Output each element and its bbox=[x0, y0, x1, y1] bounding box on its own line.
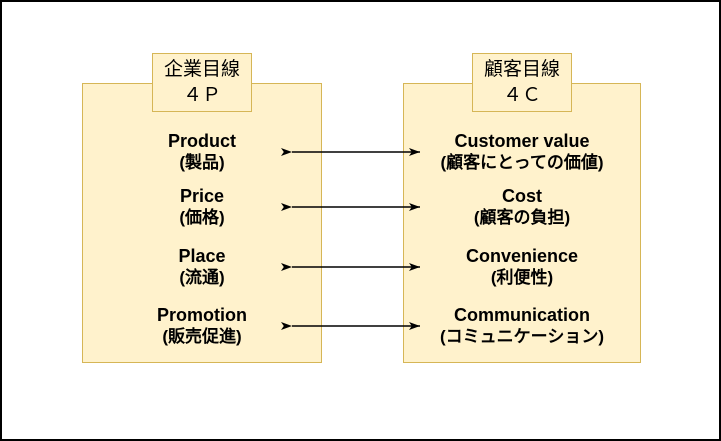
item-label-ja: (利便性) bbox=[490, 268, 554, 287]
header-line2: ４Ｃ bbox=[502, 84, 541, 106]
item-label-ja: (製品) bbox=[179, 153, 225, 172]
row-cost: Cost (顧客の負担) bbox=[403, 186, 641, 228]
header-line1: 企業目線 bbox=[163, 58, 240, 80]
item-label-ja: (価格) bbox=[179, 208, 225, 227]
header-line1: 顧客目線 bbox=[483, 58, 560, 80]
item-label-en: Cost bbox=[502, 186, 542, 206]
item-label-en: Place bbox=[178, 246, 226, 266]
header-customer-4c: 顧客目線 ４Ｃ bbox=[472, 53, 572, 112]
item-label-ja: (コミュニケーション) bbox=[440, 327, 604, 346]
item-label-en: Communication bbox=[453, 305, 590, 325]
item-label-en: Convenience bbox=[465, 246, 579, 266]
item-label-ja: (顧客にとっての価値) bbox=[440, 153, 604, 172]
item-label-en: Customer value bbox=[454, 131, 590, 151]
item-label-ja: (販売促進) bbox=[162, 327, 242, 346]
item-label-en: Promotion bbox=[157, 305, 247, 325]
header-line2: ４Ｐ bbox=[182, 84, 221, 106]
header-company-4p: 企業目線 ４Ｐ bbox=[152, 53, 252, 112]
row-customer-value: Customer value (顧客にとっての価値) bbox=[403, 131, 641, 173]
item-label-en: Price bbox=[179, 186, 225, 206]
row-price: Price (価格) bbox=[82, 186, 322, 228]
item-label-ja: (顧客の負担) bbox=[473, 208, 571, 227]
item-label-ja: (流通) bbox=[179, 268, 225, 287]
customer-4c-box bbox=[403, 83, 641, 363]
row-place: Place (流通) bbox=[82, 246, 322, 288]
row-promotion: Promotion (販売促進) bbox=[82, 305, 322, 347]
row-product: Product (製品) bbox=[82, 131, 322, 173]
row-communication: Communication (コミュニケーション) bbox=[403, 305, 641, 347]
company-4p-box bbox=[82, 83, 322, 363]
row-convenience: Convenience (利便性) bbox=[403, 246, 641, 288]
item-label-en: Product bbox=[167, 131, 236, 151]
